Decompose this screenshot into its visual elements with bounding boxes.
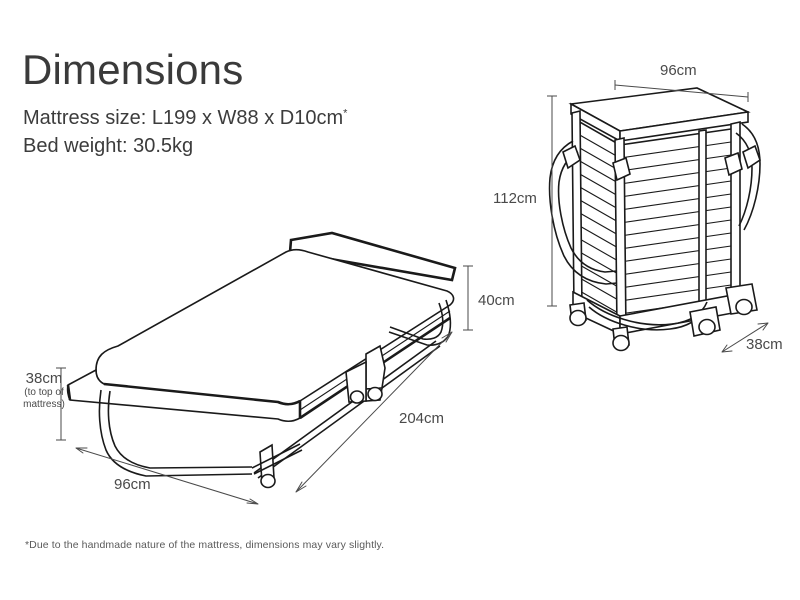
open-bed-height-dimension-line [56, 367, 66, 441]
open-bed-foot-castor [259, 443, 276, 489]
open-bed-illustration [56, 231, 473, 505]
open-bed-length-dimension-line [295, 331, 453, 493]
bed-weight-row: Bed weight: 30.5kg [23, 135, 194, 158]
footnote: *Due to the handmade nature of the mattr… [25, 539, 385, 551]
mattress-size-label: Mattress size: L199 x W88 x D10cm [23, 107, 344, 129]
open-bed-width-dimension-line [75, 447, 259, 505]
folded-bed-height-label: 112cm [493, 190, 537, 207]
folded-bed-width-label: 96cm [660, 62, 697, 79]
open-bed-center-castor [345, 344, 386, 404]
open-bed-height-value: 38cm [25, 370, 63, 387]
open-bed-height-note-2: mattress) [23, 398, 65, 410]
folded-bed-depth-dimension-line [721, 322, 769, 353]
open-bed-width-label: 96cm [114, 476, 151, 493]
open-bed-height-note-1: (to top of [24, 387, 64, 399]
folded-bed-illustration [547, 80, 769, 353]
folded-bed-depth-label: 38cm [746, 336, 783, 353]
folded-bed-width-dimension-line [614, 80, 749, 102]
page-title: Dimensions [22, 46, 244, 93]
folded-bed-hinges [562, 144, 761, 182]
open-bed-height-label: 38cm (to top of mattress) [8, 370, 80, 410]
folded-bed-height-dimension-line [547, 95, 557, 307]
folded-bed-right-leg-loop [741, 123, 761, 231]
open-bed-length-label: 204cm [399, 410, 445, 427]
folded-bed-left-leg-loop [548, 140, 618, 285]
open-bed-head-height-label: 40cm [478, 292, 515, 309]
specification-list: Mattress size: L199 x W88 x D10cm* Bed w… [23, 104, 347, 161]
mattress-size-row: Mattress size: L199 x W88 x D10cm* [23, 104, 347, 132]
folded-bed-castors [569, 283, 758, 352]
open-bed-head-height-dimension-line [463, 265, 473, 331]
open-bed-mattress-top [95, 248, 455, 405]
mattress-size-asterisk: * [343, 107, 348, 120]
open-bed-front-leg [98, 389, 253, 477]
